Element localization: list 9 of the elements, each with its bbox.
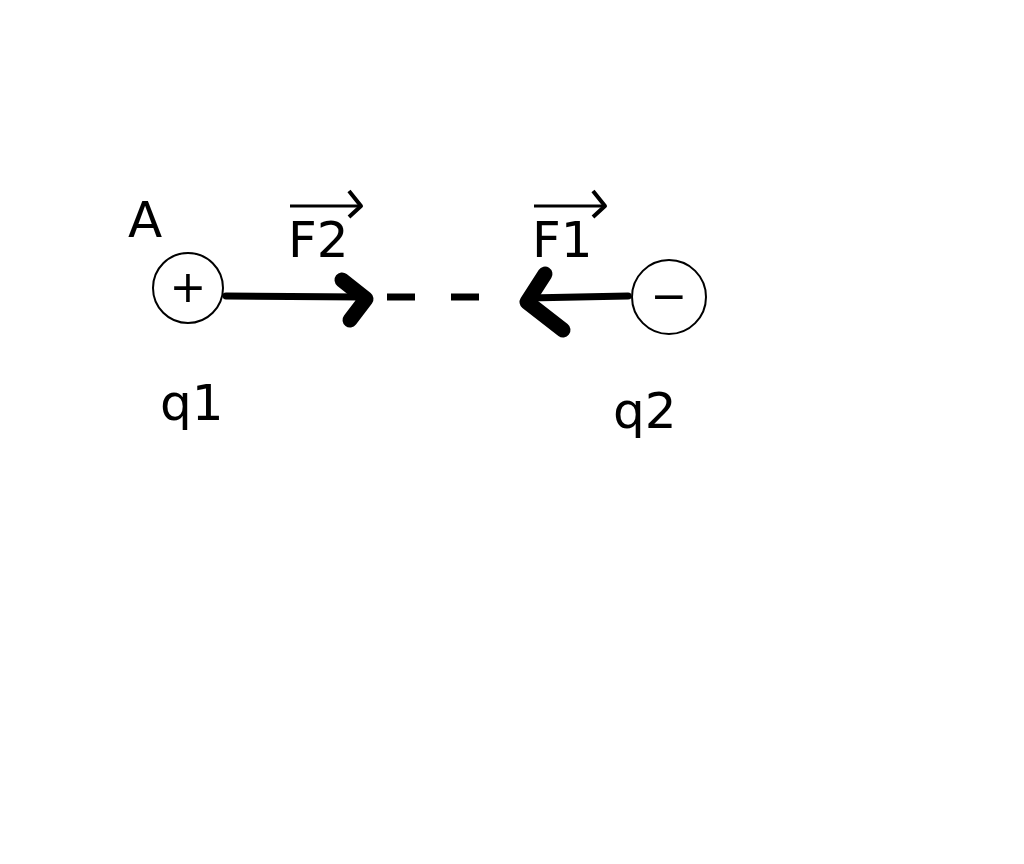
charge-sign: + — [169, 265, 207, 310]
force-label: F2 — [288, 215, 349, 265]
charge-label: q1 — [160, 378, 224, 428]
charge-sign: − — [650, 274, 688, 319]
force-label: F1 — [532, 215, 593, 265]
charge-circle — [152, 252, 224, 324]
charge-label: q2 — [613, 386, 677, 436]
point-label: A — [128, 195, 163, 245]
charge-circle — [631, 259, 707, 335]
